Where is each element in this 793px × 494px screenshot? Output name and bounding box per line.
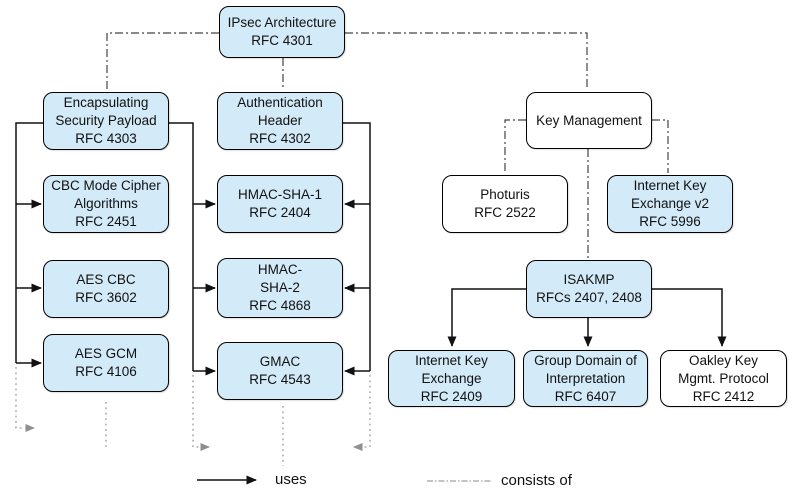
node-internet-key-exchange: Internet Key Exchange RFC 2409 — [388, 350, 515, 407]
node-aes-gcm: AES GCM RFC 4106 — [43, 334, 169, 392]
consists-of-edges — [106, 32, 669, 258]
node-photuris: Photuris RFC 2522 — [442, 175, 568, 233]
dotted-continuation-edges — [15, 367, 371, 466]
node-oakley-key-mgmt-protocol: Oakley Key Mgmt. Protocol RFC 2412 — [660, 350, 787, 407]
node-group-domain-of-interpretation: Group Domain of Interpretation RFC 6407 — [523, 350, 648, 407]
node-internet-key-exchange-v2: Internet Key Exchange v2 RFC 5996 — [607, 175, 733, 233]
node-encapsulating-security-payload: Encapsulating Security Payload RFC 4303 — [43, 92, 169, 150]
node-aes-cbc: AES CBC RFC 3602 — [43, 260, 169, 318]
node-hmac-sha-1: HMAC-SHA-1 RFC 2404 — [217, 175, 343, 233]
node-hmac-sha-2: HMAC- SHA-2 RFC 4868 — [217, 258, 343, 318]
node-authentication-header: Authentication Header RFC 4302 — [217, 92, 343, 150]
uses-edges — [15, 122, 727, 376]
legend-uses-label: uses — [275, 471, 307, 488]
node-ipsec-architecture: IPsec Architecture RFC 4301 — [219, 6, 345, 58]
node-gmac: GMAC RFC 4543 — [217, 342, 343, 400]
node-cbc-mode-cipher-algorithms: CBC Mode Cipher Algorithms RFC 2451 — [43, 175, 169, 233]
node-isakmp: ISAKMP RFCs 2407, 2408 — [526, 260, 652, 318]
node-key-management: Key Management — [526, 92, 652, 149]
legend-consists-of-label: consists of — [501, 472, 572, 489]
